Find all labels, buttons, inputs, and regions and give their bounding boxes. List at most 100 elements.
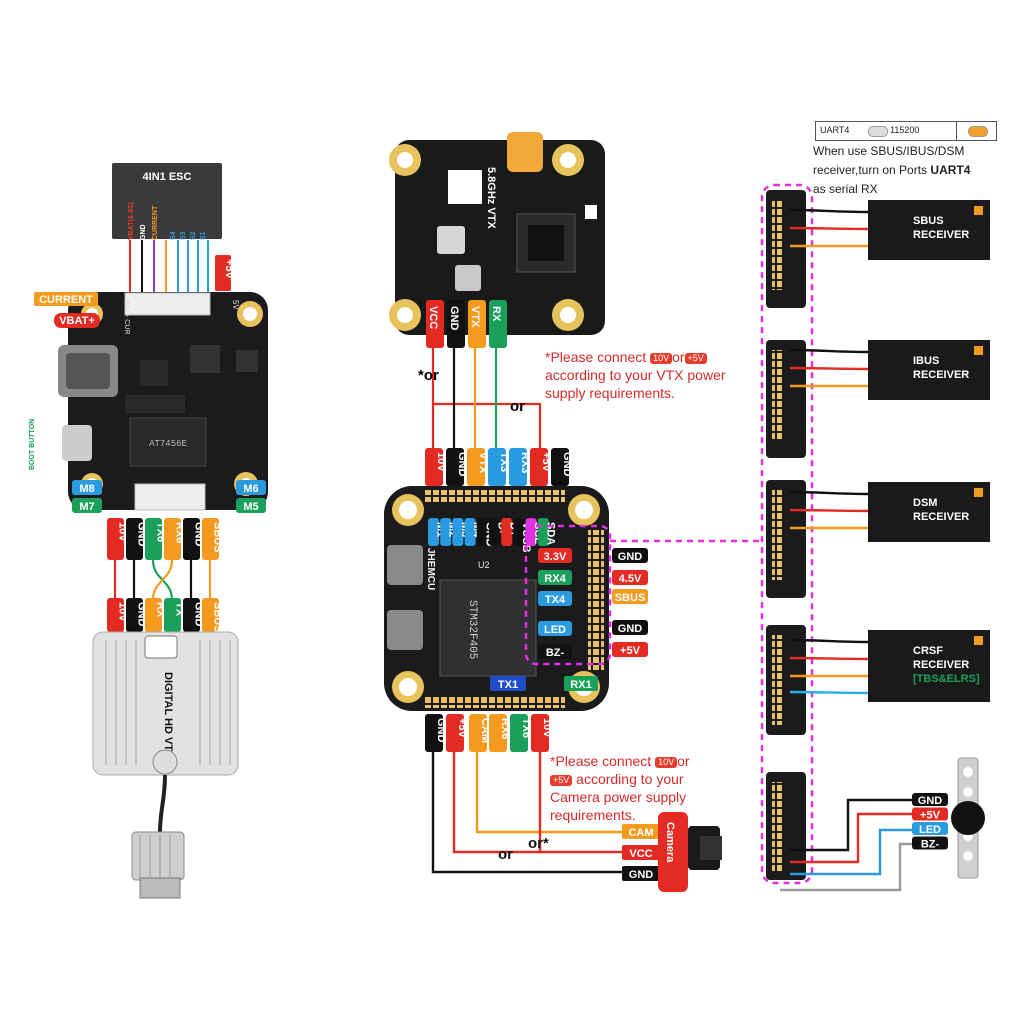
fc-top-pin-6-bg [551, 448, 569, 486]
fc-top-pin-0: 10V [435, 452, 447, 472]
osd-5v-label: +5V [223, 259, 235, 280]
esc-pin-s1: S1 [200, 231, 207, 240]
osd-chip-label: AT7456E [149, 439, 187, 449]
or-cam-right: or* [528, 835, 549, 852]
vtx-note-or: or [672, 349, 685, 365]
fc-top-pin-1-bg [446, 448, 464, 486]
fc-silk-u2: U2 [478, 560, 490, 570]
fc-inner-pad-3-bg [464, 518, 476, 546]
esc-out-pin-3: RX6 [174, 522, 186, 543]
fc-right-out-0-bg [612, 548, 648, 563]
cam-note-5v: +5V [550, 774, 573, 786]
rx-3-sub: [TBS&ELRS] [913, 673, 980, 685]
rx-2-led [974, 488, 983, 497]
fc-top-pin-2: VTX [477, 452, 489, 474]
uart4-note: When use SBUS/IBUS/DSM receiver,turn on … [813, 142, 1013, 199]
buzzer-pin-3-bg [912, 836, 948, 850]
fc-right-pad-1-bg [538, 570, 572, 585]
fc-bottom-pin-0-bg [425, 714, 443, 752]
uart4-toggle-on[interactable] [968, 126, 988, 137]
fc-inner-pad-8-bg [525, 518, 537, 546]
rx-1-wire-0 [789, 348, 869, 354]
hdvtx-pin-2: RX [155, 602, 167, 618]
fc-bottom-pin-3-bg [489, 714, 507, 752]
fc-bottom-pin-5: 10V [541, 718, 553, 738]
camera-pin-gnd: GND [629, 869, 654, 881]
esc-out-pin-0: 10V [117, 522, 129, 542]
fc-top-pin-0-bg [425, 448, 443, 486]
uart4-setting-row: UART4 115200 [815, 121, 997, 141]
esc-title: 4IN1 ESC [143, 171, 192, 183]
fc-top-pin-4-bg [509, 448, 527, 486]
rx-3-wire-1 [789, 656, 869, 661]
or-vtx-right: or [510, 398, 525, 415]
motor-m7: M7 [79, 501, 94, 513]
cam-note-post: according to your Camera power supply re… [550, 771, 687, 823]
buzzer-pin-2-bg [912, 822, 948, 835]
osd-labels: CURRENT VBAT+ +5V BOOT BUTTON M8 M7 M6 M… [29, 255, 266, 513]
rx-1-box [868, 340, 990, 400]
esc-wires [129, 240, 209, 295]
fc-right-pad-1: RX4 [544, 573, 566, 585]
fc-bottom-pin-4-bg [510, 714, 528, 752]
vtx-wires [431, 348, 542, 450]
fc-top-pin-5-bg [530, 448, 548, 486]
fc-silk-brand: JHEMCU [425, 548, 436, 590]
hdvtx-pin-0-bg [107, 598, 124, 632]
esc-out-pin-2-bg [145, 518, 162, 560]
vtx-pin-rx: RX [490, 306, 502, 322]
hdvtx-pin-4-bg [183, 598, 200, 632]
rx-2-wire-1 [789, 508, 869, 513]
cam-note-10v: 10V [655, 756, 678, 768]
fc-right-pad-4-bg [538, 644, 572, 659]
buzzer-pin-0: GND [918, 795, 943, 807]
fc-inner-pad-1-bg [440, 518, 452, 546]
fc-bottom-pin-5-bg [531, 714, 549, 752]
rx-1-led [974, 346, 983, 355]
esc-out-pin-5: SBUS [212, 522, 224, 553]
analog-vtx: 5.8GHz VTX VCC GND VTX RX [389, 132, 605, 348]
hdvtx-pin-2-bg [145, 598, 162, 632]
fc-right-out-4: +5V [620, 645, 641, 657]
esc-out-pin-4: GND [193, 522, 205, 547]
camera-wires [431, 752, 658, 874]
fc-inner-pad-2-bg [452, 518, 464, 546]
osd-silk-5v: 5V [231, 300, 240, 310]
uart4-toggle-off[interactable] [868, 126, 888, 137]
vtx-note-post: according to your VTX power supply requi… [545, 367, 726, 401]
fc-right-out-3: GND [618, 623, 643, 635]
rx-0-box [868, 200, 990, 260]
uart4-baud: 115200 [890, 125, 920, 135]
fc-inner-pad-6-bg [501, 518, 513, 546]
esc-connector: 4IN1 ESC VBAT(6-8S) GND CURRENT S4 S3 S2… [112, 163, 222, 240]
vtx-note-10v: 10V [650, 352, 673, 364]
fc-right-pad-2-bg [538, 591, 572, 606]
esc-out-pin-3-bg [164, 518, 181, 560]
fc-inner-pad-4-bg [476, 518, 488, 546]
rx-3-wire-0 [789, 638, 869, 644]
rx-0-wire-1 [789, 226, 869, 231]
esc-to-hdvtx-wires [113, 559, 212, 601]
hdvtx-pin-0: 10V [117, 602, 129, 622]
esc-pin-s4: S4 [170, 231, 177, 240]
fc-right-out-2: SBUS [615, 592, 646, 604]
boot-button-label: BOOT BUTTON [29, 419, 36, 470]
esc-out-pin-4-bg [183, 518, 200, 560]
fc-right-out-3-bg [612, 620, 648, 635]
esc-pin-vbat: VBAT(6-8S) [128, 202, 135, 240]
or-vtx-left: *or [418, 367, 439, 384]
osd-silk-pads: BA1+ CUR [123, 300, 130, 334]
fc-right-pad-3-bg [538, 621, 572, 636]
fc-rx1-tag: RX1 [570, 679, 591, 691]
fc-inner-pad-5-bg [489, 518, 500, 546]
cam-note-pre: Please connect [555, 753, 652, 769]
motor-m8: M8 [79, 483, 94, 495]
